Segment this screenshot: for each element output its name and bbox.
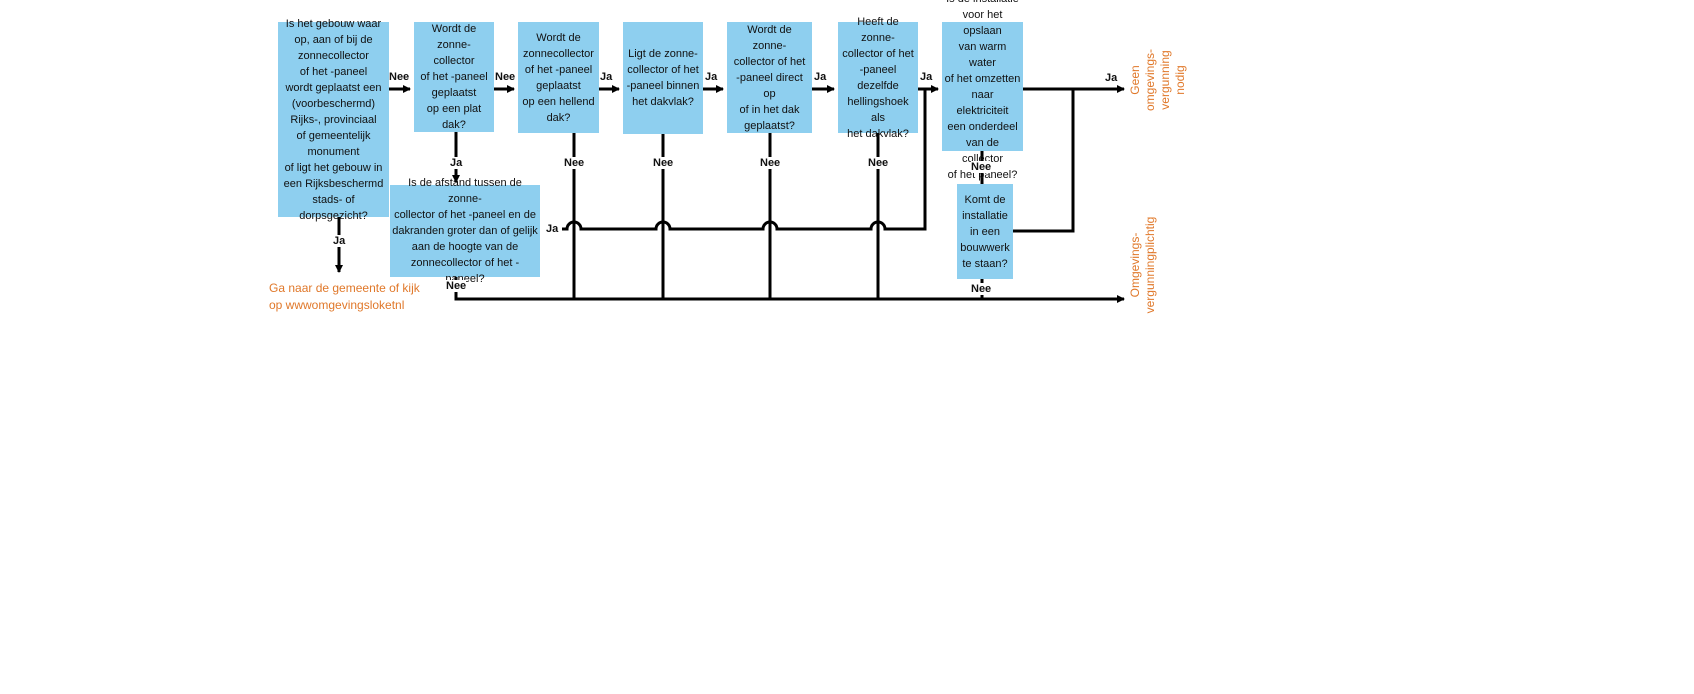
question-bouwwerk: Komt de installatie in een bouwwerk te s… xyxy=(957,184,1013,279)
label-nee-q1: Nee xyxy=(389,71,410,83)
question-installatie-onderdeel: Is de installatie voor het opslaan van w… xyxy=(942,0,1023,181)
question-monument: Is het gebouw waar op, aan of bij de zon… xyxy=(278,18,389,222)
question-hellend-dak: Wordt de zonnecollector of het -paneel g… xyxy=(518,22,599,133)
question-direct-op-dak: Wordt de zonne- collector of het -paneel… xyxy=(727,22,812,133)
line-q9-ja xyxy=(1013,89,1075,233)
label-ja-q3: Ja xyxy=(600,71,613,83)
label-ja-q6: Ja xyxy=(920,71,933,83)
label-nee-q6: Nee xyxy=(868,157,889,169)
label-nee-q9: Nee xyxy=(971,283,992,295)
label-nee-q2: Nee xyxy=(495,71,516,83)
outcome-geen-vergunning: Geen omgevings- vergunning nodig xyxy=(1128,48,1187,112)
label-nee-q7: Nee xyxy=(971,161,992,173)
outcome-vergunningplichtig: Omgevings- vergunningplichtig xyxy=(1128,216,1157,314)
question-binnen-dakvlak: Ligt de zonne- collector of het -paneel … xyxy=(623,22,703,134)
label-ja-q1: Ja xyxy=(333,235,346,247)
label-nee-q5: Nee xyxy=(760,157,781,169)
label-ja-q8: Ja xyxy=(546,223,559,235)
question-afstand-dakranden: Is de afstand tussen de zonne- collector… xyxy=(390,177,540,285)
outcome-gemeente-line1: Ga naar de gemeente of kijk xyxy=(269,281,420,295)
label-ja-q5: Ja xyxy=(814,71,827,83)
label-ja-q4: Ja xyxy=(705,71,718,83)
label-nee-q8: Nee xyxy=(446,280,467,292)
line-q8-ja xyxy=(562,89,927,231)
label-ja-q7: Ja xyxy=(1105,72,1118,84)
outcome-gemeente-line2: op wwwomgevingsloketnl xyxy=(269,298,405,312)
line-q8-nee xyxy=(454,277,1125,303)
label-ja-q2: Ja xyxy=(450,157,463,169)
label-nee-q3: Nee xyxy=(564,157,585,169)
question-hellingshoek: Heeft de zonne- collector of het -paneel… xyxy=(838,16,918,140)
question-plat-dak: Wordt de zonne- collector of het -paneel… xyxy=(414,22,494,132)
label-nee-q4: Nee xyxy=(653,157,674,169)
